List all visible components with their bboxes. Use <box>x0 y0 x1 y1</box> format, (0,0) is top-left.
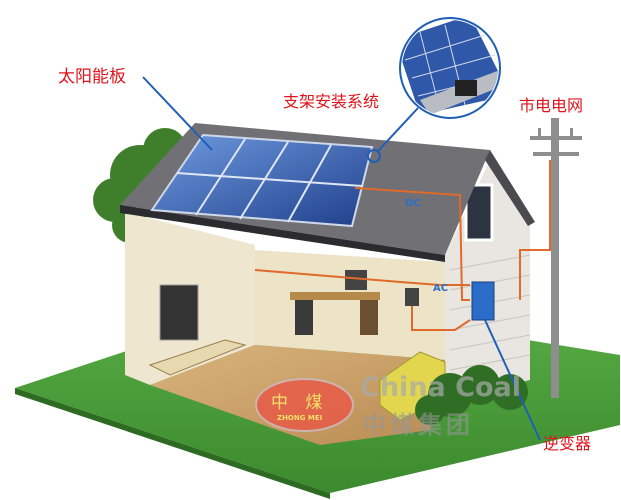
watermark-brand-en: China Coal <box>360 372 521 403</box>
wiring <box>254 160 551 331</box>
label-mounting-system: 支架安装系统 <box>283 92 380 111</box>
bed <box>148 339 247 376</box>
lawn-edge <box>15 388 330 499</box>
bushes <box>415 365 528 425</box>
roof-edge <box>120 205 445 262</box>
mounting-inset <box>399 17 501 119</box>
callout-lines <box>142 76 541 441</box>
watermark-logo-cn: 中 煤 <box>271 393 329 413</box>
solar-panels <box>150 133 374 228</box>
watermark-brand-cn: 中煤集团 <box>362 411 474 439</box>
utility-pole <box>530 118 582 398</box>
label-inverter: 逆变器 <box>543 434 592 453</box>
label-grid: 市电电网 <box>519 96 584 115</box>
label-dc: DC <box>405 198 421 209</box>
tv <box>159 284 199 341</box>
monitor <box>345 270 367 290</box>
meter-box <box>405 288 419 306</box>
desk <box>290 292 380 300</box>
label-solar-panel: 太阳能板 <box>58 67 126 87</box>
inverter-box <box>471 281 495 321</box>
watermark-logo: 中 煤 ZHONG MEI <box>255 378 354 432</box>
gable-roof-edge <box>485 150 535 226</box>
label-ac: AC <box>433 283 449 294</box>
watermark-logo-pinyin: ZHONG MEI <box>277 414 323 422</box>
